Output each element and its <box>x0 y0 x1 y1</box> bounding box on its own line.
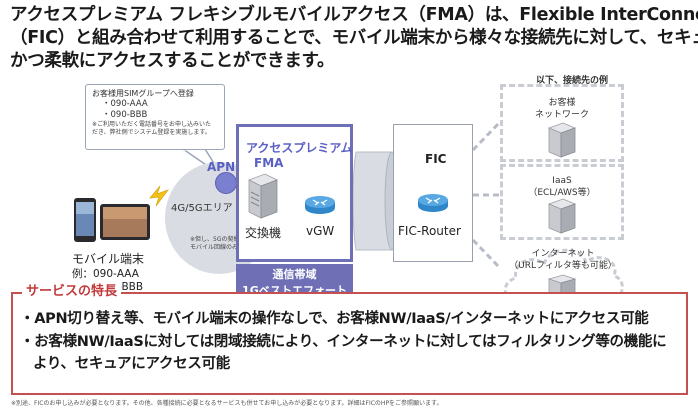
apn-label: APN <box>207 160 236 174</box>
service-bullet-2-line-2: より、セキュアにアクセス可能 <box>33 356 230 372</box>
destinations-caption: 以下、接続先の例 <box>536 76 609 86</box>
exchange-server-icon <box>248 173 278 219</box>
service-features-box <box>11 292 688 395</box>
internet-line-1: インターネット <box>531 249 595 259</box>
fic-router-label: FIC-Router <box>398 224 461 238</box>
registration-note-line-1: ※ご利用いただく電話番号をお申し込みいた <box>92 121 212 128</box>
apn-icon <box>215 172 237 194</box>
sim-registration-callout: お客様用SIMグループへ登録 ・090-AAA ・090-BBB ※ご利用いただ… <box>85 84 225 150</box>
mobile-example-line-1: 例：090-AAA <box>72 268 139 280</box>
connector-internet <box>471 238 502 270</box>
fma-title: アクセスプレミアム FMA <box>246 141 353 171</box>
service-features-title: サービスの特長 <box>22 280 122 299</box>
fma-title-line-2: FMA <box>254 156 284 170</box>
connector-customer-nw <box>471 120 502 152</box>
fic-router-icon <box>418 194 448 212</box>
signal-bolt-icon <box>149 185 169 207</box>
headline: アクセスプレミアム フレキシブルモバイルアクセス（FMA）は、Flexible … <box>10 4 698 73</box>
headline-line-3: かつ柔軟にアクセスすることができます。 <box>10 51 335 71</box>
contract-note-line-1: ※但し、5Gの契約プランの <box>190 236 264 243</box>
mobile-devices-icon <box>74 198 150 242</box>
fma-title-line-1: アクセスプレミアム <box>246 141 353 155</box>
mobile-terminal-label: モバイル端末 <box>72 252 145 266</box>
registration-note-line-2: だき、弊社側でシステム登録を実施します。 <box>92 129 211 136</box>
dest-internet: インターネット （URLフィルタ等も可能） <box>508 248 618 272</box>
fic-box <box>393 124 473 262</box>
bandwidth-line-1: 通信帯域 <box>272 268 317 281</box>
customer-server-icon <box>547 122 577 158</box>
registration-item-2: ・090-BBB <box>102 110 148 120</box>
iaas-server-icon <box>547 198 577 234</box>
customer-nw-line-1: お客様 <box>548 98 576 108</box>
fic-title: FIC <box>425 152 447 166</box>
customer-nw-line-2: ネットワーク <box>534 110 589 120</box>
vgw-label: vGW <box>306 224 335 238</box>
exchange-label: 交換機 <box>245 226 282 240</box>
registration-item-1: ・090-AAA <box>102 99 148 109</box>
iaas-line-2: （ECL/AWS等） <box>528 188 596 198</box>
area-label: 4G/5Gエリア <box>171 203 233 214</box>
headline-line-1: アクセスプレミアム フレキシブルモバイルアクセス（FMA）は、Flexible … <box>10 5 698 25</box>
internet-line-2: （URLフィルタ等も可能） <box>509 261 617 271</box>
service-bullet-2-line-1: ・お客様NW/IaaSに対しては閉域接続により、インターネットに対してはフィルタ… <box>20 334 667 350</box>
footnote: ※別途、FICのお申し込みが必要となります。その他、各種接続に必要となるサービス… <box>11 400 443 407</box>
service-bullet-1: ・APN切り替え等、モバイル端末の操作なしで、お客様NW/IaaS/インターネッ… <box>20 311 649 327</box>
registration-title: お客様用SIMグループへ登録 <box>92 89 194 98</box>
vgw-router-icon <box>305 196 335 214</box>
contract-note: ※但し、5Gの契約プランの モバイル回線のみ利用可能。 <box>190 236 290 252</box>
headline-line-2: （FIC）と組み合わせて利用することで、モバイル端末から様々な接続先に対して、セ… <box>10 28 698 48</box>
contract-note-line-2: モバイル回線のみ利用可能。 <box>190 244 269 251</box>
iaas-line-1: IaaS <box>552 176 572 186</box>
